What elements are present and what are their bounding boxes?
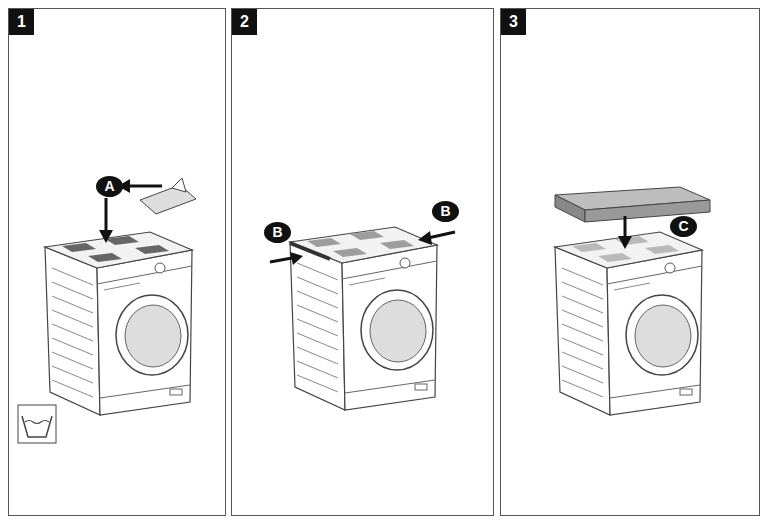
callout-letter: A [96,176,123,197]
callout-letter: C [670,216,697,237]
step-panel: 2 [231,8,494,516]
step-panel: 1 [8,8,226,516]
callout-letter: B [264,222,291,243]
callout-letter: B [432,201,459,222]
step-number: 1 [9,9,34,35]
step-number: 3 [501,9,526,35]
step-number: 2 [232,9,257,35]
step-panel: 3 [500,8,760,516]
